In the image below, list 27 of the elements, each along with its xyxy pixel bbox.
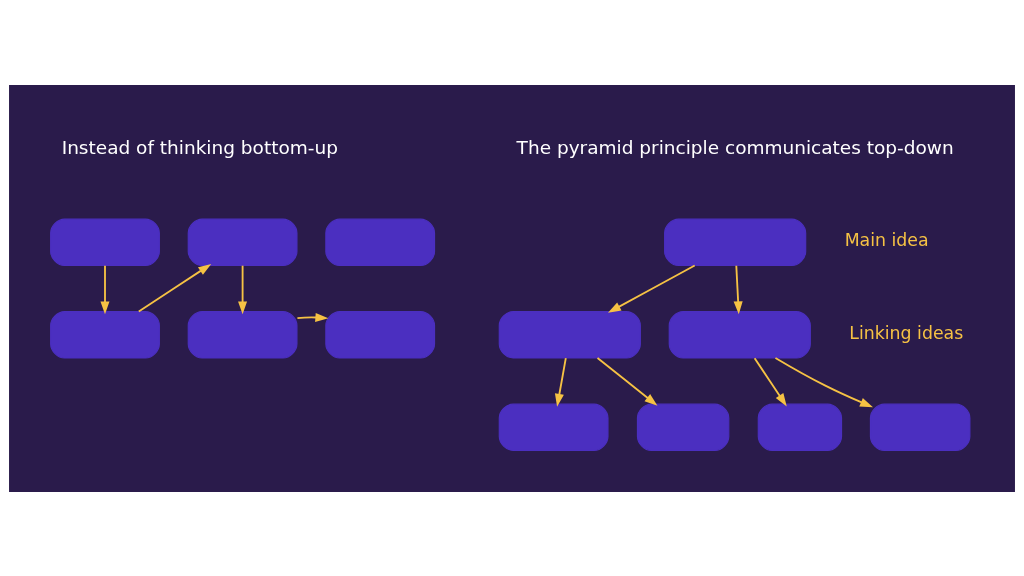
- node-box: [668, 310, 811, 358]
- node-box: [50, 310, 160, 358]
- arrow: [554, 356, 567, 407]
- node-box: [664, 218, 807, 266]
- node-box: [50, 218, 160, 266]
- arrow: [774, 356, 873, 407]
- arrow: [238, 264, 248, 314]
- node-box: [498, 403, 609, 451]
- node-box: [187, 310, 298, 358]
- arrow: [596, 356, 658, 406]
- node-label: Main idea: [844, 229, 929, 250]
- node-box: [325, 218, 436, 266]
- label: Instead of thinking bottom-up: [61, 136, 338, 158]
- arrow: [733, 264, 743, 314]
- node-box: [498, 310, 641, 358]
- node-box: [869, 403, 971, 451]
- arrow: [753, 356, 787, 406]
- arrow: [296, 312, 329, 322]
- node-box: [636, 403, 730, 451]
- arrow: [100, 264, 110, 314]
- node-box: [325, 310, 436, 358]
- node-label: Linking ideas: [849, 322, 964, 343]
- arrow: [607, 264, 696, 313]
- node-box: [757, 403, 843, 451]
- node-box: [187, 218, 298, 266]
- label: The pyramid principle communicates top-down: [516, 136, 954, 158]
- arrow: [137, 263, 212, 312]
